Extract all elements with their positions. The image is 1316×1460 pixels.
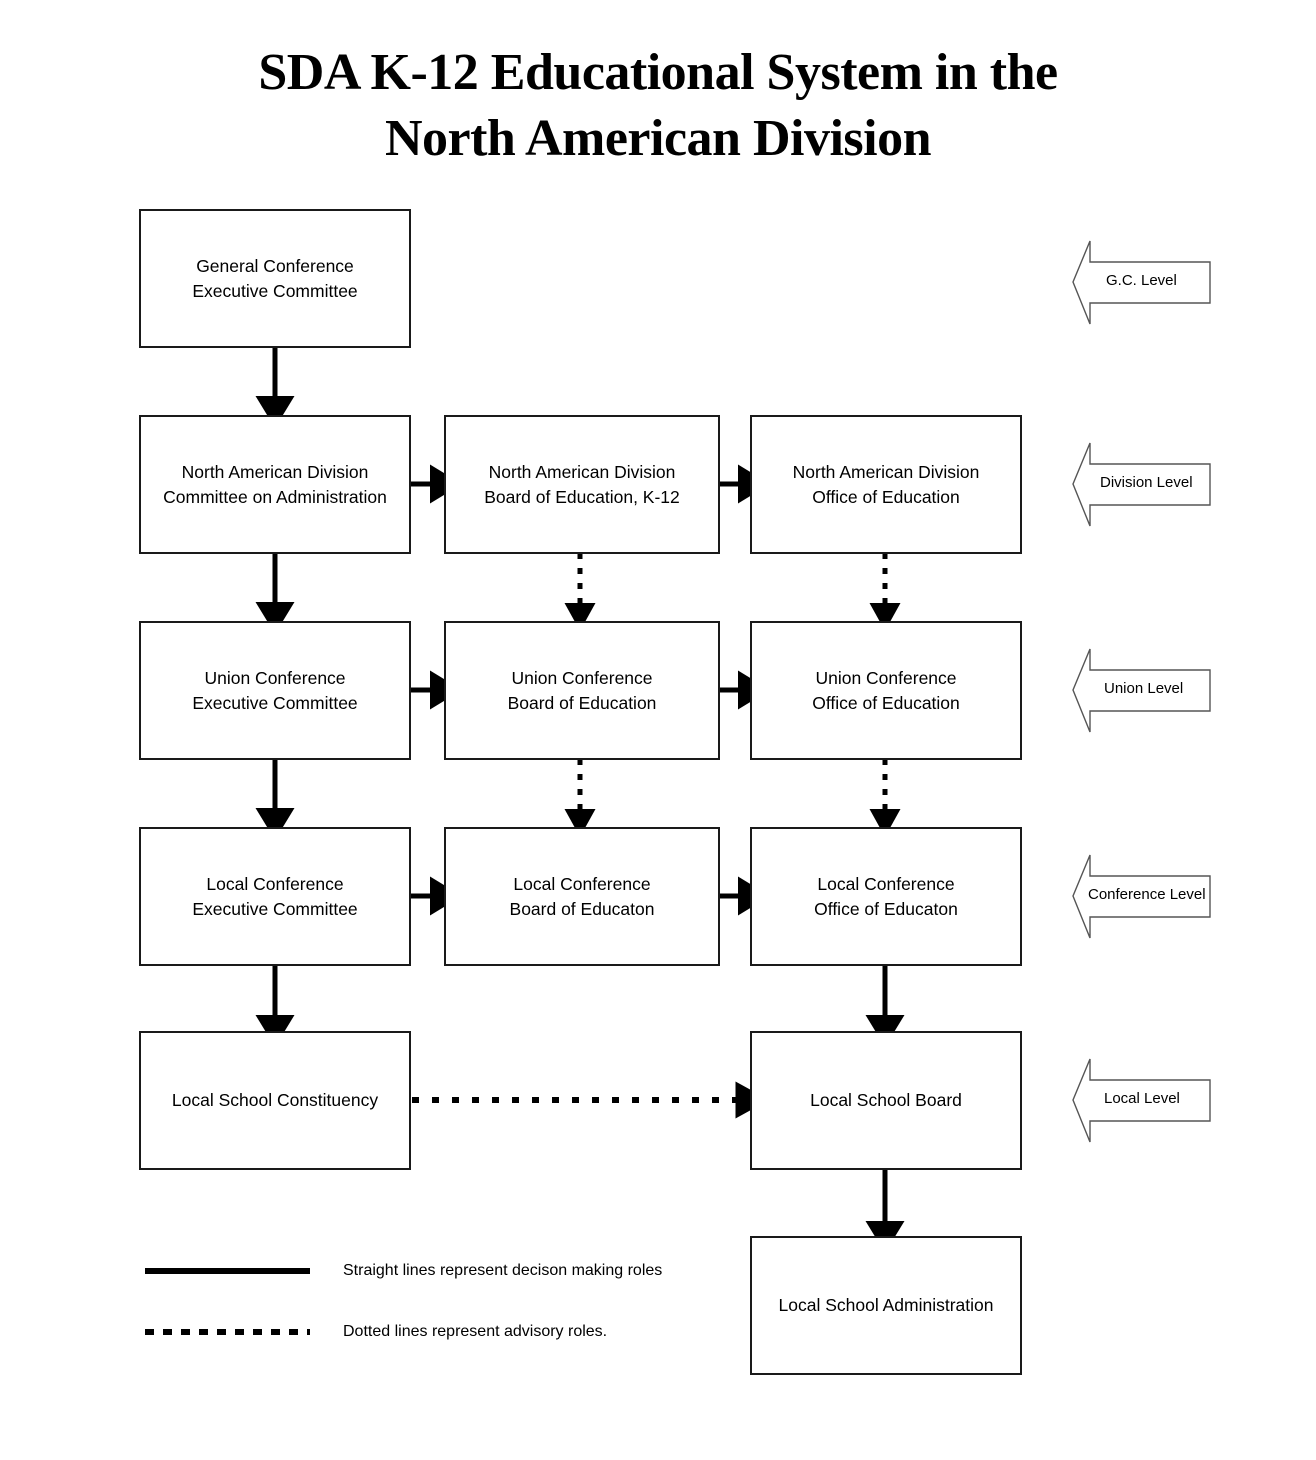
level-label-conference: Conference Level (1088, 886, 1206, 903)
node-union-board[interactable]: Union Conference Board of Education (444, 621, 720, 760)
level-arrow-union (1072, 648, 1211, 733)
node-nad-office[interactable]: North American Division Office of Educat… (750, 415, 1022, 554)
legend-dotted-text: Dotted lines represent advisory roles. (343, 1323, 608, 1340)
node-conf-exec-label: Local Conference Executive Committee (192, 873, 358, 919)
page-title: SDA K-12 Educational System in the North… (0, 40, 1316, 172)
level-arrow-division (1072, 442, 1211, 527)
level-arrow-local (1072, 1058, 1211, 1143)
node-school-board[interactable]: Local School Board (750, 1031, 1022, 1170)
node-union-exec[interactable]: Union Conference Executive Committee (139, 621, 411, 760)
node-school-constituency[interactable]: Local School Constituency (139, 1031, 411, 1170)
level-label-local: Local Level (1104, 1090, 1180, 1107)
level-label-division: Division Level (1100, 474, 1193, 491)
node-union-office-label: Union Conference Office of Education (812, 667, 960, 713)
level-label-gc: G.C. Level (1106, 272, 1177, 289)
level-arrow-gc (1072, 240, 1211, 325)
node-nad-admin[interactable]: North American Division Committee on Adm… (139, 415, 411, 554)
page-title-line-2: North American Division (384, 110, 932, 167)
node-conf-office[interactable]: Local Conference Office of Educaton (750, 827, 1022, 966)
node-conf-board[interactable]: Local Conference Board of Educaton (444, 827, 720, 966)
node-school-admin[interactable]: Local School Administration (750, 1236, 1022, 1375)
node-conf-office-label: Local Conference Office of Educaton (814, 873, 958, 919)
node-conf-exec[interactable]: Local Conference Executive Committee (139, 827, 411, 966)
node-union-board-label: Union Conference Board of Education (507, 667, 657, 713)
level-label-union: Union Level (1104, 680, 1184, 697)
node-nad-admin-label: North American Division Committee on Adm… (163, 461, 387, 507)
node-nad-board[interactable]: North American Division Board of Educati… (444, 415, 720, 554)
node-nad-board-label: North American Division Board of Educati… (484, 461, 680, 507)
node-school-constituency-label: Local School Constituency (171, 1090, 379, 1110)
node-conf-board-label: Local Conference Board of Educaton (509, 873, 655, 919)
node-school-admin-label: Local School Administration (778, 1295, 994, 1315)
node-union-office[interactable]: Union Conference Office of Education (750, 621, 1022, 760)
node-union-exec-label: Union Conference Executive Committee (192, 667, 358, 713)
page-title-line-1: SDA K-12 Educational System in the (258, 44, 1058, 101)
node-nad-office-label: North American Division Office of Educat… (792, 461, 980, 507)
legend-solid-text: Straight lines represent decison making … (343, 1262, 663, 1279)
node-school-board-label: Local School Board (810, 1090, 962, 1110)
node-gc-exec-label: General Conference Executive Committee (192, 255, 358, 301)
node-gc-exec[interactable]: General Conference Executive Committee (139, 209, 411, 348)
level-arrow-conference (1072, 854, 1211, 939)
